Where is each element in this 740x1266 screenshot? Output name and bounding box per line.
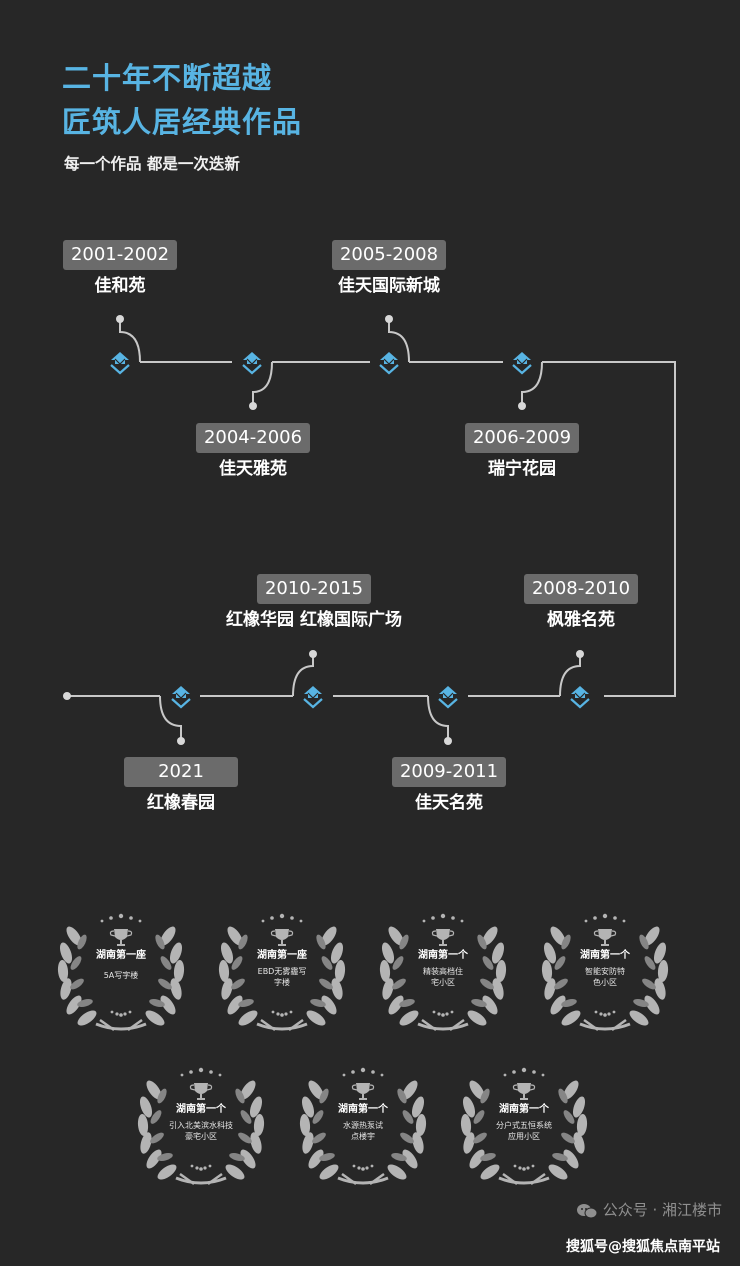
- node-dot: [177, 737, 185, 745]
- milestone: 2009-2011 佳天名苑: [339, 757, 559, 814]
- milestone-years: 2004-2006: [195, 423, 311, 453]
- award-title: 湖南第一个: [176, 1104, 226, 1115]
- award-desc: 引入北美滨水科技豪宅小区: [169, 1121, 233, 1141]
- award-badge: 湖南第一个 分户式五恒系统应用小区: [459, 1062, 589, 1192]
- award-title: 湖南第一个: [580, 950, 630, 961]
- award-badge: 湖南第一个 精装高档住宅小区: [378, 908, 508, 1038]
- timeline-marker-icon: [569, 684, 591, 709]
- timeline-marker-icon: [437, 684, 459, 709]
- milestone: 2004-2006 佳天雅苑: [143, 423, 363, 480]
- milestone-years: 2006-2009: [464, 423, 580, 453]
- award-desc: 分户式五恒系统应用小区: [496, 1121, 552, 1141]
- milestone: 2005-2008 佳天国际新城: [279, 240, 499, 297]
- milestone-years: 2010-2015: [256, 574, 372, 604]
- award-desc: 智能安防特色小区: [585, 967, 625, 987]
- milestone-name: 瑞宁花园: [488, 459, 556, 479]
- milestone-years: 2021: [124, 757, 238, 787]
- milestone-name: 佳天国际新城: [338, 276, 440, 296]
- award-badge: 湖南第一座 EBD无雾霾写字楼: [217, 908, 347, 1038]
- milestone: 2001-2002 佳和苑: [10, 240, 230, 297]
- page-subtitle: 每一个作品 都是一次迭新: [64, 155, 240, 173]
- milestone-years: 2009-2011: [391, 757, 507, 787]
- node-dot: [576, 650, 584, 658]
- watermark-site: 搜狐号@搜狐焦点南平站: [566, 1239, 720, 1255]
- milestone-name: 红橡华园 红橡国际广场: [226, 610, 402, 630]
- award-desc: EBD无雾霾写字楼: [257, 967, 307, 987]
- milestone: 2021 红橡春园: [71, 757, 291, 814]
- timeline-graphic: [63, 315, 676, 745]
- award-title: 湖南第一个: [418, 950, 468, 961]
- milestone-name: 佳天名苑: [415, 793, 483, 813]
- award-badge: 湖南第一个 水源热泵试点楼宇: [298, 1062, 428, 1192]
- node-dot: [444, 737, 452, 745]
- milestone-name: 红橡春园: [147, 793, 215, 813]
- timeline-marker-icon: [109, 350, 131, 375]
- node-dot: [385, 315, 393, 323]
- timeline-marker-icon: [302, 684, 324, 709]
- milestone-name: 枫雅名苑: [547, 610, 615, 630]
- award-desc: 水源热泵试点楼宇: [343, 1121, 383, 1141]
- milestone: 2006-2009 瑞宁花园: [412, 423, 632, 480]
- wechat-watermark: 公众号 · 湘江楼市: [576, 1199, 722, 1220]
- award-badge: 湖南第一个 智能安防特色小区: [540, 908, 670, 1038]
- award-title: 湖南第一座: [96, 950, 146, 961]
- milestone: 2008-2010 枫雅名苑: [471, 574, 691, 631]
- node-dot: [116, 315, 124, 323]
- page-title-line2: 匠筑人居经典作品: [62, 105, 303, 139]
- timeline-marker-icon: [511, 350, 533, 375]
- node-dot: [309, 650, 317, 658]
- watermark-account: 公众号 · 湘江楼市: [602, 1201, 722, 1219]
- milestone-years: 2005-2008: [331, 240, 447, 270]
- milestone-name: 佳天雅苑: [219, 459, 287, 479]
- award-title: 湖南第一座: [257, 950, 307, 961]
- award-badge: 湖南第一个 引入北美滨水科技豪宅小区: [136, 1062, 266, 1192]
- milestone-years: 2001-2002: [62, 240, 178, 270]
- award-title: 湖南第一个: [338, 1104, 388, 1115]
- node-dot: [518, 402, 526, 410]
- timeline-end-dot: [63, 692, 71, 700]
- wechat-icon: [576, 1203, 598, 1218]
- milestone-years: 2008-2010: [523, 574, 639, 604]
- timeline-marker-icon: [378, 350, 400, 375]
- timeline-marker-icon: [241, 350, 263, 375]
- award-desc: 精装高档住宅小区: [423, 967, 463, 987]
- award-title: 湖南第一个: [499, 1104, 549, 1115]
- timeline-marker-icon: [170, 684, 192, 709]
- milestone-name: 佳和苑: [94, 276, 146, 296]
- page-title-line1: 二十年不断超越: [62, 61, 273, 95]
- award-desc: 5A写字楼: [103, 971, 139, 980]
- award-badge: 湖南第一座 5A写字楼: [56, 908, 186, 1038]
- node-dot: [249, 402, 257, 410]
- milestone: 2010-2015 红橡华园 红橡国际广场: [204, 574, 424, 631]
